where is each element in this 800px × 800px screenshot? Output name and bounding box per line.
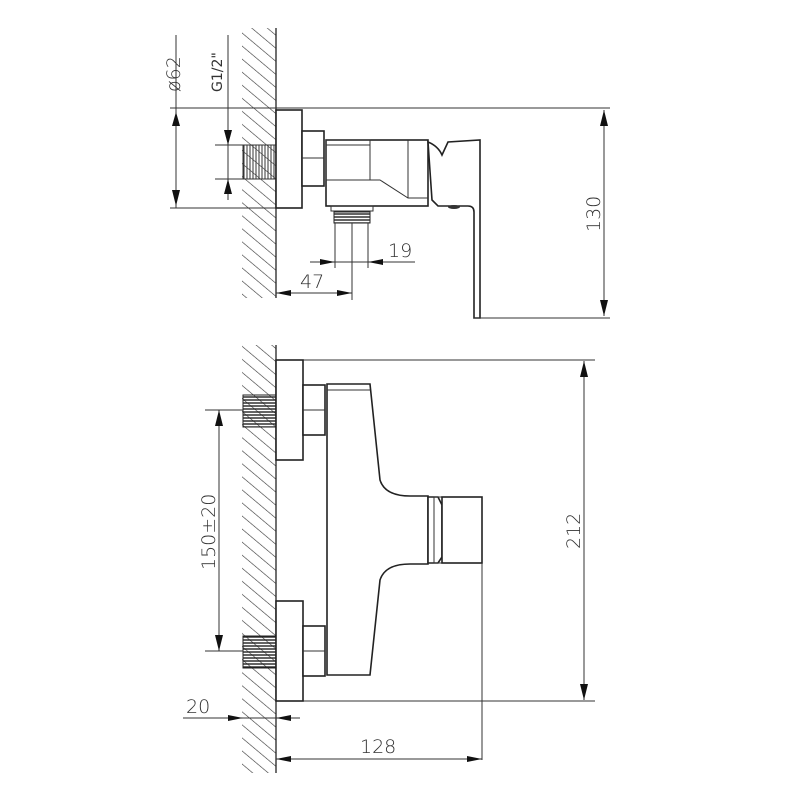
dim-height-212: 212	[563, 513, 585, 549]
inlet-thread	[242, 144, 277, 180]
dim-thread: G1/2"	[210, 52, 226, 92]
mixer-body-front	[326, 383, 429, 676]
mixer-body	[325, 139, 429, 207]
flange	[275, 109, 303, 209]
dim-outlet-19: 19	[388, 240, 412, 262]
side-view: ø62 G1/2" 130 19 47	[163, 28, 610, 319]
dim-height-130: 130	[583, 196, 605, 232]
lower-inlet-thread	[242, 635, 277, 669]
dim-diameter: ø62	[163, 56, 185, 92]
lower-flange	[275, 600, 304, 702]
upper-inlet-thread	[242, 394, 277, 428]
dim-depth-128: 128	[360, 736, 396, 758]
front-view: 150±20 212 20 128	[183, 345, 595, 773]
handle	[427, 139, 481, 319]
dim-offset-47: 47	[300, 271, 324, 293]
dim-wall-offset-20: 20	[186, 696, 210, 718]
outlet-thread	[333, 211, 371, 224]
dim-center-distance: 150±20	[198, 494, 220, 570]
handle-front	[441, 496, 483, 564]
upper-flange	[275, 359, 304, 461]
